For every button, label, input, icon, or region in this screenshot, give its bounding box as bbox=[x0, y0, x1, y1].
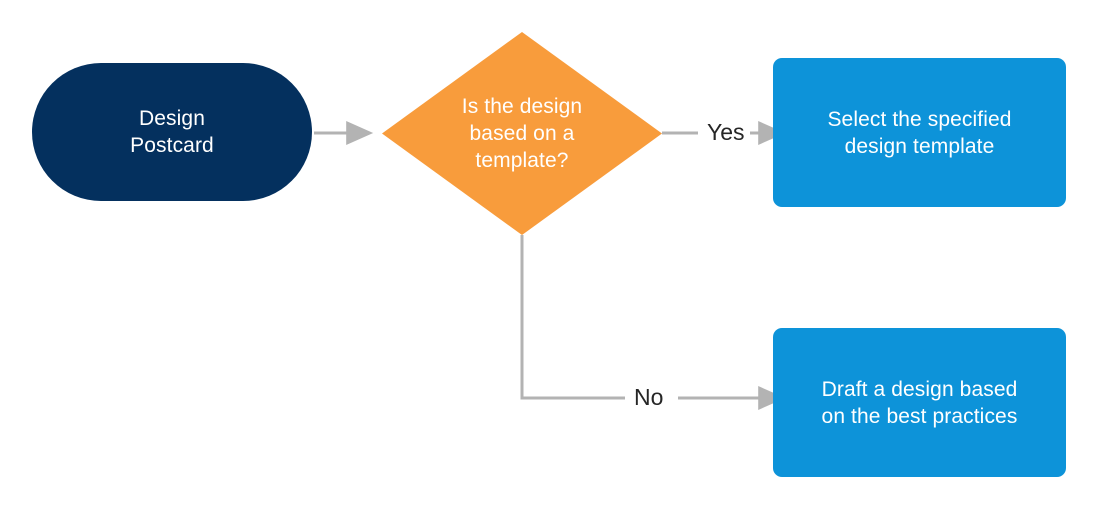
node-process-select-template[interactable]: Select the specified design template bbox=[773, 58, 1066, 207]
edge-label-yes: Yes bbox=[702, 121, 750, 144]
node-decision-text-wrap: Is the design based on a template? bbox=[382, 32, 662, 235]
node-process-select-template-label: Select the specified design template bbox=[827, 107, 1012, 158]
node-start-design-postcard[interactable]: Design Postcard bbox=[32, 63, 312, 201]
node-decision-label: Is the design based on a template? bbox=[461, 95, 583, 172]
node-start-label: Design Postcard bbox=[130, 107, 214, 157]
edge-decision-to-no bbox=[520, 235, 786, 410]
node-process-draft-design-label: Draft a design based on the best practic… bbox=[821, 377, 1018, 428]
edge-label-no: No bbox=[629, 386, 669, 409]
node-decision-is-template[interactable]: Is the design based on a template? bbox=[382, 32, 662, 235]
node-process-draft-design[interactable]: Draft a design based on the best practic… bbox=[773, 328, 1066, 477]
